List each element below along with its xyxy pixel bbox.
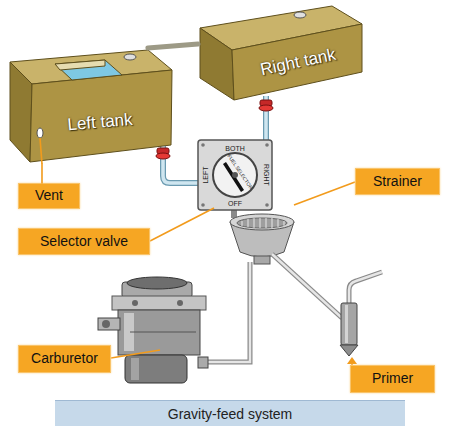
strainer-top (230, 214, 294, 230)
filler-cap (294, 12, 306, 18)
selector-dial (213, 153, 257, 197)
callout-box: Primer (350, 365, 435, 393)
screw (265, 143, 269, 147)
drain-valve (156, 153, 170, 159)
carburetor-highlight (131, 358, 139, 380)
bolt (177, 300, 183, 306)
tank-outline (8, 48, 173, 164)
selector-plate (198, 140, 272, 210)
carburetor-body (118, 310, 200, 355)
vent-hole (37, 128, 43, 138)
callout-label: Selector valve (40, 234, 128, 249)
fuel-line (206, 262, 250, 362)
filler-cap (124, 54, 136, 60)
fuel-tank: Left tank (8, 48, 173, 164)
dial-marking: RIGHT (263, 164, 270, 186)
fuel-line (206, 262, 250, 362)
throttle-lever (98, 318, 120, 330)
throttle-shaft (102, 320, 110, 328)
screw (201, 143, 205, 147)
tank-outline (198, 4, 364, 102)
callout-label: Carburetor (31, 351, 98, 366)
screw (201, 203, 205, 207)
cutaway-edge (55, 60, 105, 70)
callout-box: Strainer (355, 168, 440, 195)
leader-line (294, 182, 355, 205)
primer-highlight (345, 305, 348, 343)
callout-box: Selector valve (18, 228, 150, 255)
primer-nozzle (340, 345, 358, 356)
callout-box: Carburetor (18, 345, 111, 373)
callout-label: Primer (372, 371, 413, 386)
fuel-line (272, 254, 342, 318)
callout-box: Vent (18, 183, 80, 209)
dial-marking: LEFT (202, 166, 209, 183)
tank-side (10, 62, 32, 162)
caption-band: Gravity-feed system (55, 400, 405, 426)
strainer-fitting (254, 256, 270, 264)
strainer-screen (242, 218, 284, 228)
screw (265, 203, 269, 207)
carburetor-bowl (125, 355, 187, 383)
callout-label: Vent (35, 188, 63, 203)
dial-marking: BOTH (225, 145, 244, 152)
dial-marking: OFF (228, 200, 242, 207)
fuel-line (272, 254, 342, 318)
tank-front (30, 70, 172, 162)
crossfeed-pipe (148, 44, 198, 48)
leader-arrowhead (347, 357, 357, 364)
inlet-fitting (198, 357, 208, 368)
leader-line (40, 138, 42, 164)
callout-label: Strainer (373, 174, 422, 189)
drain-valve (259, 105, 273, 111)
tank-front (232, 24, 362, 100)
primer-tube (349, 272, 382, 305)
caption: Gravity-feed system (168, 406, 292, 422)
leader-line (111, 350, 160, 358)
primer-tube (349, 272, 382, 305)
leader-line (41, 164, 43, 183)
fuel-tank: Right tank (198, 4, 364, 102)
carburetor-throat (127, 277, 187, 289)
fuel-cutaway (55, 60, 122, 80)
strainer-screen (237, 218, 287, 228)
tank-side (200, 28, 234, 100)
leader-line (150, 208, 214, 241)
carburetor-seam (130, 332, 196, 333)
bolt (132, 300, 138, 306)
carburetor-flange (112, 296, 206, 310)
primer-body (341, 303, 357, 345)
